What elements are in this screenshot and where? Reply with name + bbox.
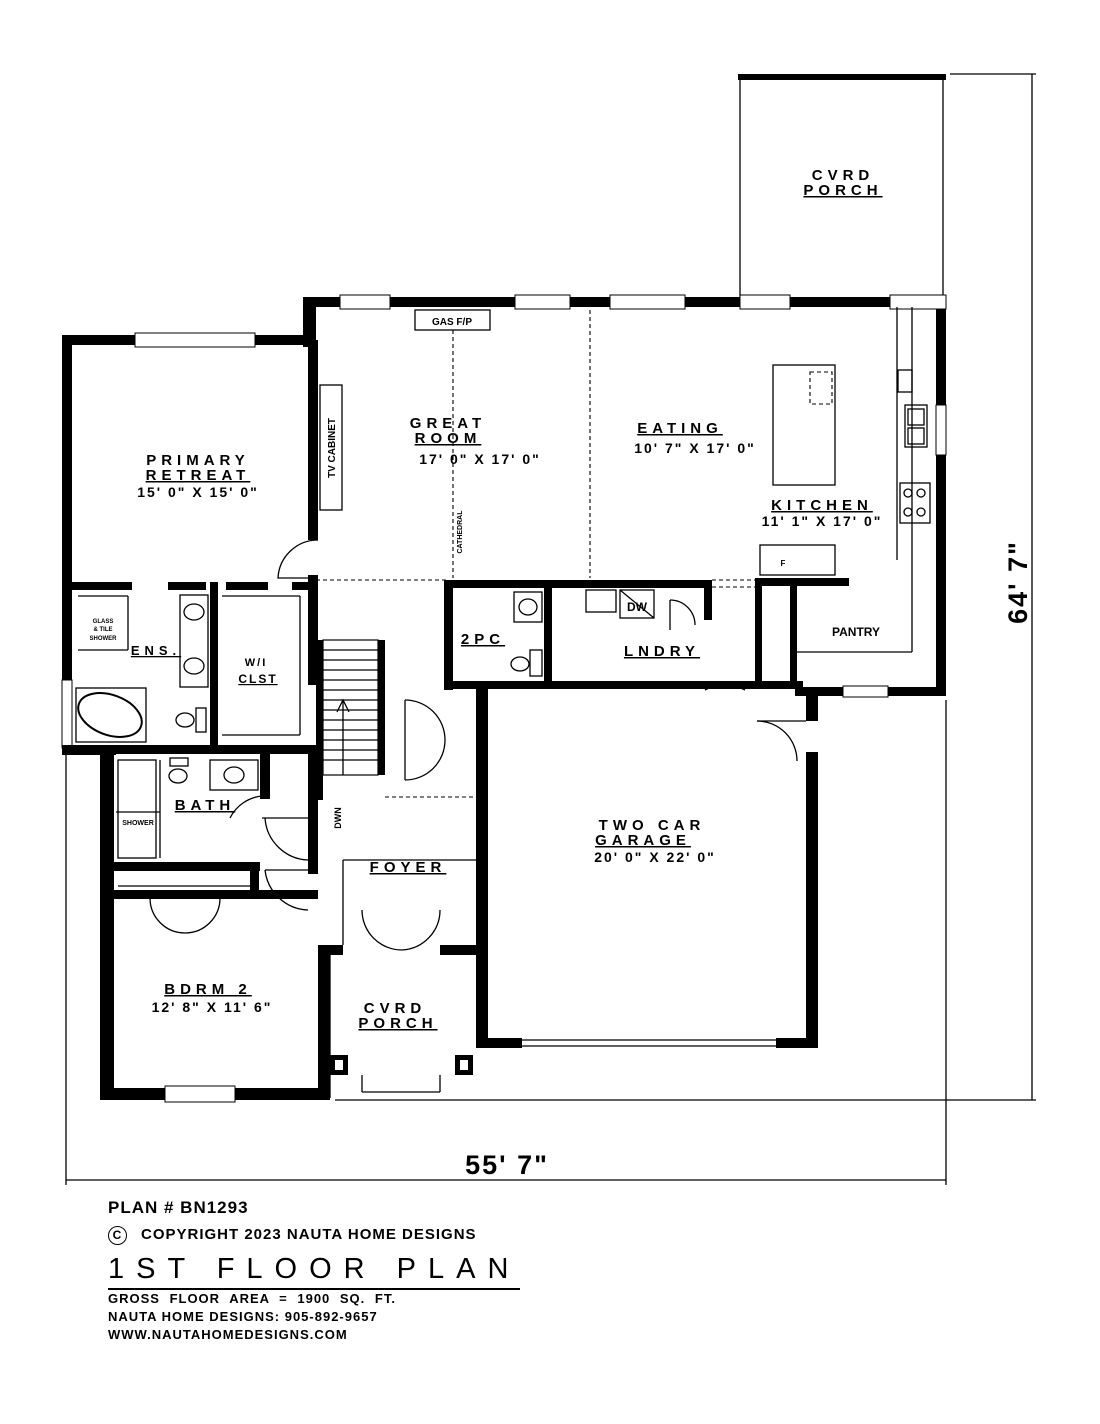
kitchen-dims: 11' 1" X 17' 0" [762,513,883,529]
cathedral-label: CATHEDRAL [457,510,464,554]
sheet-title: 1ST FLOOR PLAN [108,1253,521,1290]
bdrm2-dims: 12' 8" X 11' 6" [152,999,273,1015]
rear-porch-label-1: CVRD [812,167,875,184]
dimension-lines [65,73,1036,1185]
plan-number: PLAN # BN1293 [108,1198,249,1217]
eating-label: EATING [637,420,723,437]
room-labels: CVRD PORCH PRIMARY RETREAT 15' 0" X 15' … [90,167,883,1032]
dishwasher-label: DW [627,600,648,614]
garage-dims: 20' 0" X 22' 0" [594,849,716,865]
fixtures [75,309,931,887]
copyright-line: C COPYRIGHT 2023 NAUTA HOME DESIGNS [108,1226,477,1245]
copyright-icon: C [108,1226,127,1245]
great-room-label-2: ROOM [415,430,482,447]
rear-porch-label-2: PORCH [803,182,882,199]
wi-closet-label-2: CLST [238,672,277,686]
overall-width-label: 55' 7" [465,1150,549,1180]
laundry-label: LNDRY [624,643,700,660]
shower-label: SHOWER [122,820,154,827]
glass-shower-label-3: SHOWER [90,636,118,642]
primary-dims: 15' 0" X 15' 0" [137,484,259,500]
fridge-label: F [781,559,786,568]
bdrm2-label: BDRM 2 [164,981,252,998]
wi-closet-label-1: W/I [245,657,268,669]
ensuite-label: ENS. [131,643,181,658]
copyright-text: COPYRIGHT 2023 NAUTA HOME DESIGNS [141,1226,477,1243]
website-link[interactable]: WWW.NAUTAHOMEDESIGNS.COM [108,1327,348,1342]
eating-dims: 10' 7" X 17' 0" [634,440,756,456]
glass-shower-label-2: & TILE [94,627,113,633]
tv-cabinet-label: TV CABINET [327,418,338,478]
glass-shower-label-1: GLASS [93,619,114,625]
primary-label-2: RETREAT [146,467,251,484]
two-pc-label: 2PC [461,631,505,648]
overall-depth-label: 64' 7" [1003,540,1033,624]
interior-walls [72,307,913,945]
stair-treads [323,649,378,775]
great-room-label-1: GREAT [410,415,486,432]
gas-fp-label: GAS F/P [432,317,472,328]
down-stair-label: DWN [333,807,343,829]
exterior-walls [61,74,947,1103]
front-porch-label-2: PORCH [358,1015,437,1032]
bath-label: BATH [175,797,236,814]
door-swings [149,539,806,951]
garage-label-1: TWO CAR [599,817,706,834]
kitchen-label: KITCHEN [771,497,873,514]
overall-dimensions: 55' 7" 64' 7" [465,540,1033,1180]
front-porch-label-1: CVRD [364,1000,427,1017]
garage-label-2: GARAGE [595,832,691,849]
phone-number: NAUTA HOME DESIGNS: 905-892-9657 [108,1309,378,1324]
primary-label-1: PRIMARY [146,452,250,469]
foyer-label: FOYER [370,859,447,876]
gross-floor-area: GROSS FLOOR AREA = 1900 SQ. FT. [108,1291,396,1306]
great-room-dims: 17' 0" X 17' 0" [419,451,541,467]
pantry-label: PANTRY [832,625,880,639]
